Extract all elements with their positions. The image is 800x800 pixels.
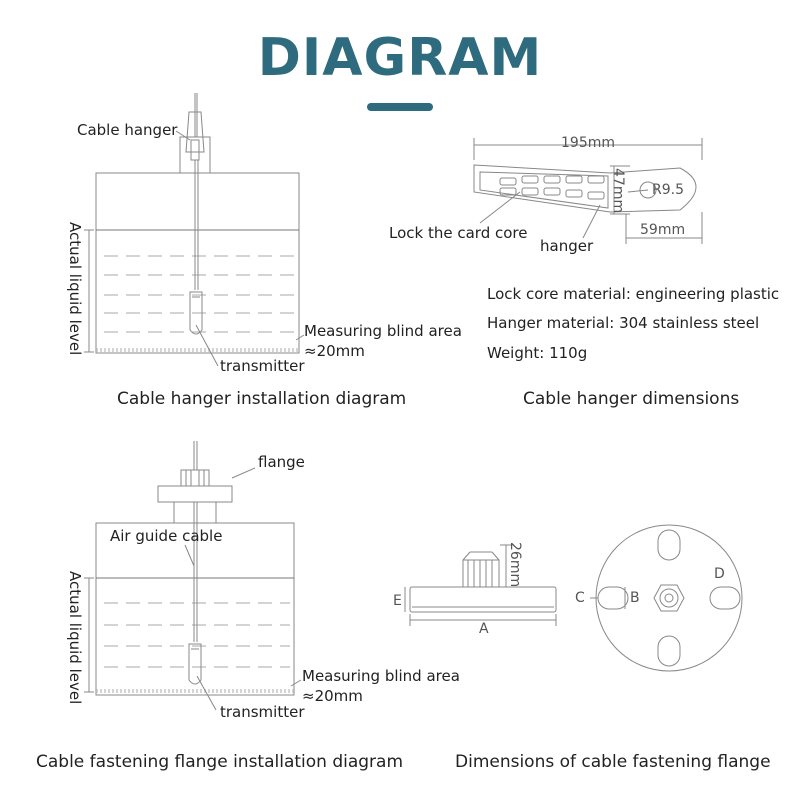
transmitter-label: transmitter	[220, 357, 305, 375]
width-dimension: 59mm	[640, 222, 686, 238]
caption-flange-installation: Cable fastening flange installation diag…	[36, 752, 404, 772]
spec-lock-core-material: Lock core material: engineering plastic	[487, 285, 780, 303]
radius-dimension: R9.5	[652, 182, 684, 198]
flange-height-dimension: 26mm	[507, 542, 523, 588]
title-underline	[367, 103, 433, 111]
caption-flange-dimensions: Dimensions of cable fastening flange	[455, 752, 771, 772]
hanger-dimension-drawing	[473, 138, 703, 244]
dimension-a: A	[479, 621, 489, 637]
caption-hanger-dimensions: Cable hanger dimensions	[523, 389, 740, 409]
dimension-e: E	[393, 593, 402, 609]
tank-top-left	[84, 93, 305, 367]
lock-card-core-label: Lock the card core	[389, 224, 528, 242]
height-dimension: 47mm	[610, 168, 626, 214]
length-dimension: 195mm	[561, 135, 615, 151]
flange-dimension-drawing	[404, 524, 743, 672]
caption-hanger-installation: Cable hanger installation diagram	[117, 389, 407, 409]
blind-area-value-2: ≈20mm	[302, 687, 363, 705]
air-guide-cable-label: Air guide cable	[110, 527, 223, 545]
dimension-b: B	[630, 590, 640, 606]
liquid-level-label: Actual liquid level	[66, 222, 84, 356]
dimension-c: C	[575, 590, 585, 606]
cable-hanger-label: Cable hanger	[77, 121, 178, 139]
flange-label: flange	[258, 453, 305, 471]
blind-area-label-2: Measuring blind area	[302, 667, 460, 685]
transmitter-label-2: transmitter	[220, 703, 305, 721]
blind-area-value: ≈20mm	[304, 342, 365, 360]
blind-area-label: Measuring blind area	[304, 322, 462, 340]
page-title: DIAGRAM	[257, 28, 543, 88]
dimension-d: D	[714, 566, 725, 582]
spec-weight: Weight: 110g	[487, 344, 588, 362]
spec-hanger-material: Hanger material: 304 stainless steel	[487, 314, 760, 332]
liquid-level-label-2: Actual liquid level	[66, 571, 84, 705]
hanger-label: hanger	[540, 237, 594, 255]
tank-bottom-left	[84, 441, 302, 711]
